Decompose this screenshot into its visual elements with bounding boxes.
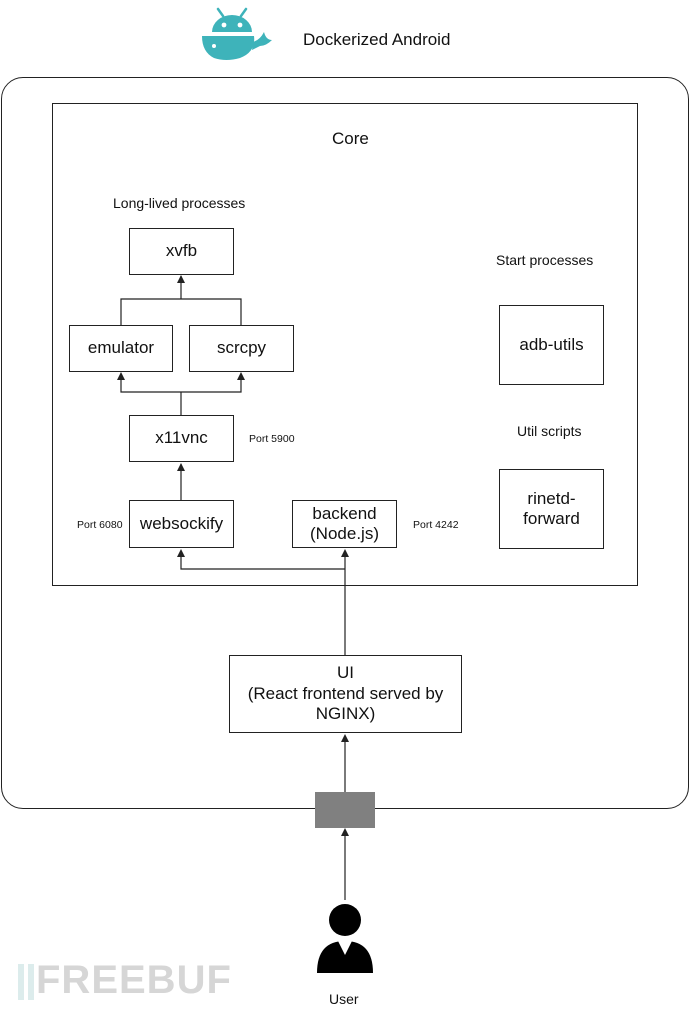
port-label-websockify: Port 6080 (77, 519, 123, 531)
backend-line2: (Node.js) (310, 524, 379, 543)
long-lived-label: Long-lived processes (113, 195, 246, 211)
user-icon (315, 903, 375, 975)
watermark-text: FREEBUF (36, 958, 232, 1002)
docker-whale-android-icon (196, 6, 274, 64)
rinetd-line1: rinetd- (527, 488, 576, 508)
rinetd-line2: forward (523, 509, 580, 528)
exposed-port-block (315, 792, 375, 828)
page-title: Dockerized Android (303, 30, 451, 49)
node-xvfb: xvfb (129, 228, 234, 275)
util-scripts-label: Util scripts (517, 423, 582, 439)
node-ui: UI (React frontend served by NGINX) (229, 655, 462, 733)
port-label-x11vnc: Port 5900 (249, 433, 295, 445)
node-backend: backend (Node.js) (292, 500, 397, 548)
user-label: User (329, 991, 359, 1007)
node-x11vnc: x11vnc (129, 415, 234, 462)
core-title: Core (332, 129, 369, 148)
start-processes-label: Start processes (496, 252, 594, 268)
node-scrcpy: scrcpy (189, 325, 294, 372)
watermark-logo (16, 960, 216, 1004)
backend-line1: backend (312, 503, 377, 523)
ui-line3: NGINX) (315, 704, 376, 724)
ui-line2: (React frontend served by (247, 683, 444, 703)
port-label-backend: Port 4242 (413, 519, 459, 531)
ui-line1: UI (337, 663, 354, 683)
node-rinetd-forward: rinetd- forward (499, 469, 604, 549)
node-emulator: emulator (69, 325, 173, 372)
node-websockify: websockify (129, 500, 234, 548)
node-adb-utils: adb-utils (499, 305, 604, 385)
